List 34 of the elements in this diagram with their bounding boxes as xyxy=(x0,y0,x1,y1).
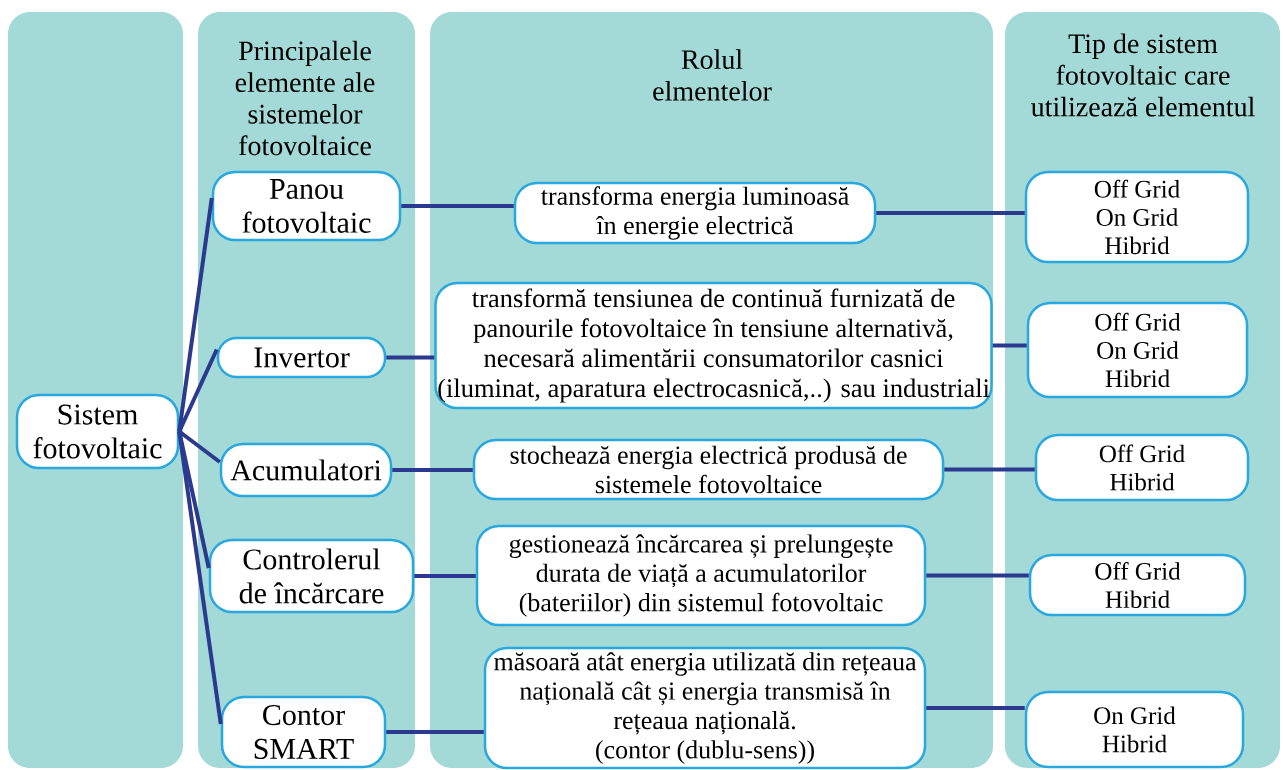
column-heading: Rolul elmentelor xyxy=(653,49,772,101)
rounded-box: Contor SMART xyxy=(220,695,387,769)
connector-line xyxy=(177,197,214,432)
connector-line xyxy=(401,204,514,208)
rounded-box: Sistem fotovoltaic xyxy=(15,393,180,470)
connector-line xyxy=(386,355,435,360)
connector-line xyxy=(944,467,1035,472)
column-band xyxy=(8,12,183,768)
connector-line xyxy=(386,730,484,734)
rounded-box: Off Grid Hibrid xyxy=(1034,433,1250,502)
column-heading: Principalele elemente ale sistemelor fotovoltaice xyxy=(235,40,375,156)
rounded-box: stochează energia electrică produsă de sistemele fotovoltaice xyxy=(472,438,945,501)
connector-line xyxy=(177,431,223,725)
rounded-box: gestionează încărcarea și prelungește durata de viață a acumulatorilor (bateriilor) din sistemul fotovoltaic xyxy=(475,524,927,627)
connector-line xyxy=(992,343,1027,348)
rounded-box: măsoară atât energia utilizată din rețeaua națională cât și energia transmisă în rețeaua națională. (contor (dublu-sens)) xyxy=(483,646,927,770)
connector-line xyxy=(177,348,219,433)
rounded-box: Panou fotovoltaic xyxy=(211,170,402,242)
connector-line xyxy=(876,211,1025,215)
rounded-box: transforma energia luminoasă în energie electrică xyxy=(513,181,877,245)
connector-line xyxy=(926,573,1029,578)
column-heading: Tip de sistem fotovoltaic care utilizează elementul xyxy=(1031,33,1255,117)
rounded-box: On Grid Hibrid xyxy=(1024,690,1245,769)
connector-line xyxy=(392,468,473,472)
rounded-box: Off Grid On Grid Hibrid xyxy=(1026,301,1249,399)
rounded-box: transformă tensiunea de continuă furnizată de panourile fotovoltaice în tensiune alternativă, necesară alimentării consumatorilor casnici (iluminat, aparatura electrocasnică,..) sau industriali xyxy=(434,281,993,410)
rounded-box: Off Grid Hibrid xyxy=(1028,553,1247,617)
rounded-box: Off Grid On Grid Hibrid xyxy=(1024,170,1250,264)
rounded-box: Invertor xyxy=(216,336,387,379)
connector-line xyxy=(926,706,1025,710)
connector-line xyxy=(414,574,476,578)
rounded-box: Acumulatori xyxy=(219,442,393,498)
connector-line xyxy=(178,429,221,464)
rounded-box: Controlerul de încărcare xyxy=(208,538,415,614)
